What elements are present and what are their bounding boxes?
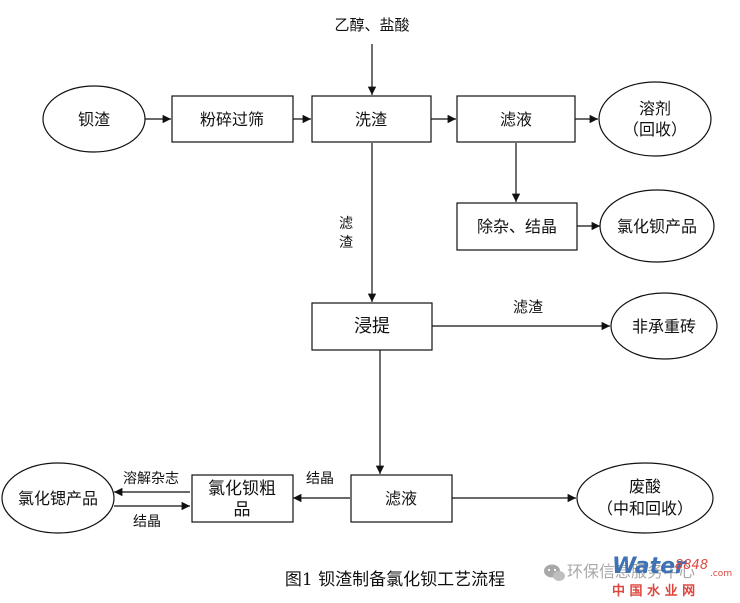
node-impurity-crystal-label: 除杂、结晶	[477, 217, 557, 236]
node-nonbearing-brick: 非承重砖	[610, 292, 718, 360]
wechat-icon	[544, 564, 565, 581]
label-ethanol-hcl: 乙醇、盐酸	[334, 16, 409, 34]
node-crush-sieve: 粉碎过筛	[171, 95, 294, 143]
node-wash-slag-label: 洗渣	[355, 110, 387, 129]
node-solvent: 溶剂 （回收）	[598, 81, 712, 157]
node-nonbearing-brick-label: 非承重砖	[632, 317, 696, 336]
node-bacl2-crude: 氯化钡粗 品	[191, 474, 294, 523]
watermark-brand-num: 8848	[675, 558, 708, 573]
watermark-channel: 环保信息服务中心	[567, 562, 695, 581]
label-filter-residue-v2: 渣	[339, 235, 353, 251]
node-crush-sieve-label: 粉碎过筛	[200, 110, 264, 129]
label-dissolve-impurity: 溶解杂志	[123, 471, 179, 487]
node-barium-slag: 钡渣	[42, 85, 146, 153]
watermark-brand-domain: .com	[710, 569, 732, 579]
node-bacl2-crude-label-2: 品	[234, 500, 251, 520]
node-waste-acid-label-1: 废酸	[629, 477, 661, 496]
node-filtrate-bottom-label: 滤液	[385, 489, 417, 508]
label-crystal-left: 结晶	[133, 514, 161, 530]
watermark-brand-cn: 中 国 水 业 网	[612, 583, 695, 599]
label-filter-residue-right: 滤渣	[513, 298, 543, 316]
node-waste-acid: 废酸 （中和回收）	[576, 462, 714, 534]
node-filtrate-top-label: 滤液	[500, 110, 532, 129]
node-barium-slag-label: 钡渣	[78, 110, 110, 129]
watermark: 环保信息服务中心 Water 8848 .com 中 国 水 业 网	[544, 554, 732, 599]
watermark-brand: Water	[612, 554, 687, 579]
label-filter-residue-v1: 滤	[339, 216, 353, 232]
node-solvent-label-2: （回收）	[623, 120, 687, 139]
connectors	[114, 44, 610, 511]
node-solvent-label-1: 溶剂	[639, 99, 671, 118]
node-impurity-crystal: 除杂、结晶	[456, 202, 578, 251]
node-leach: 浸提	[311, 302, 433, 351]
node-filtrate-top: 滤液	[456, 95, 576, 143]
node-bacl2-crude-label-1: 氯化钡粗	[208, 479, 276, 499]
node-bacl2-product: 氯化钡产品	[599, 189, 715, 263]
node-filtrate-bottom: 滤液	[350, 474, 453, 523]
label-crystal-mid: 结晶	[306, 471, 334, 487]
node-bacl2-product-label: 氯化钡产品	[617, 217, 697, 236]
node-wash-slag: 洗渣	[311, 95, 432, 143]
figure-caption: 图1 钡渣制备氯化钡工艺流程	[285, 570, 505, 590]
node-srcl2-product-label: 氯化锶产品	[18, 489, 98, 508]
node-srcl2-product: 氯化锶产品	[1, 462, 115, 534]
node-waste-acid-label-2: （中和回收）	[597, 499, 693, 518]
node-leach-label: 浸提	[354, 316, 390, 337]
